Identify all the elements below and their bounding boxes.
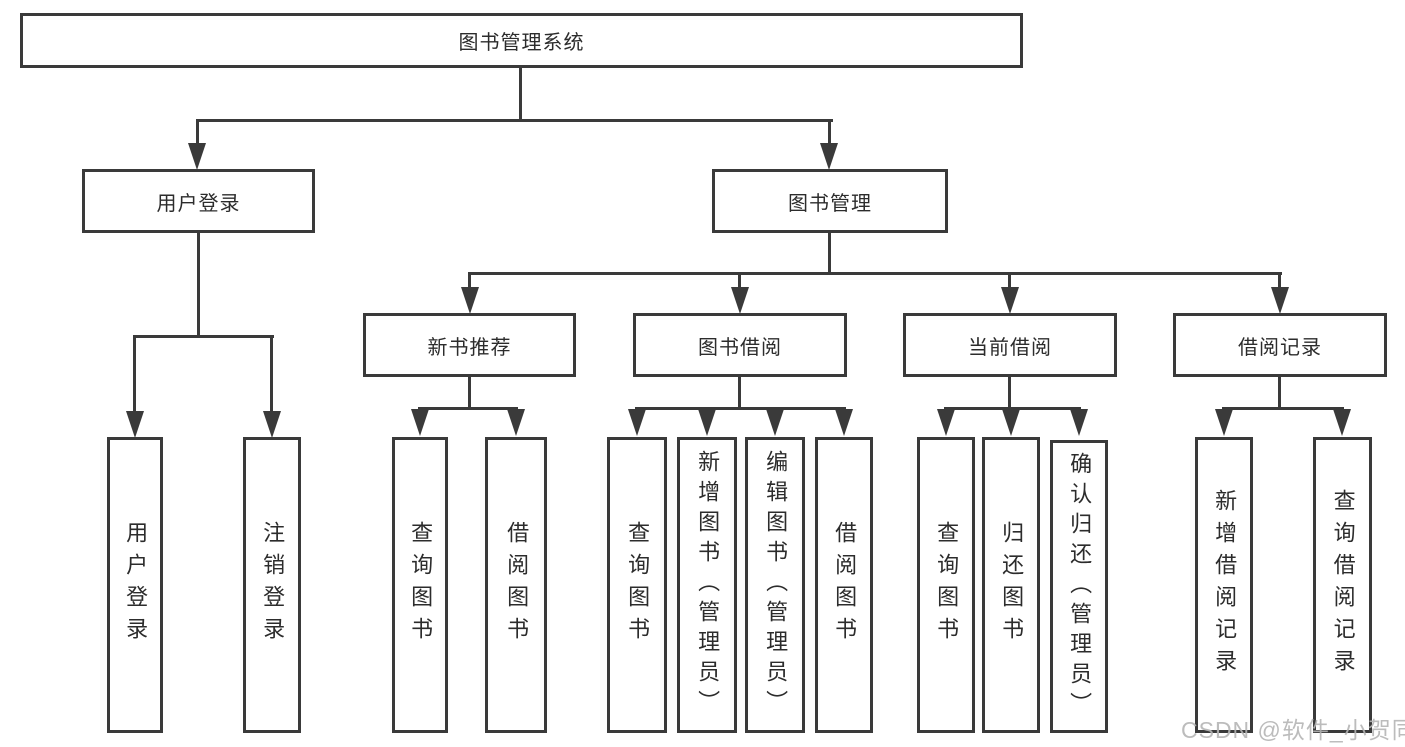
connector-user-login-stem	[197, 233, 200, 335]
node-library-management-system-label: 图书管理系统	[458, 32, 585, 54]
node-new-book-recommend: 新书推荐	[363, 313, 576, 377]
leaf-edit-book-admin-label: 编辑图书（管理员）	[763, 450, 789, 720]
arrowhead-user-login	[188, 143, 206, 170]
leaf-add-borrow-record: 新增借阅记录	[1195, 437, 1253, 733]
arrowhead-return-books	[1002, 409, 1020, 436]
arrowhead-book-management	[820, 143, 838, 170]
arrowhead-add-borrow-record	[1215, 409, 1233, 436]
arrowhead-new-book	[461, 287, 479, 314]
node-user-login-label: 用户登录	[156, 192, 241, 215]
arrowhead-borrow-records	[1271, 287, 1289, 314]
leaf-search-books-3-label: 查询图书	[934, 521, 960, 649]
connector-current-borrow-stem	[1008, 377, 1011, 407]
connector-leg-new-book	[468, 275, 471, 287]
leaf-search-books-3: 查询图书	[917, 437, 975, 733]
connector-user-login-rail	[133, 335, 274, 338]
connector-leg-leaf-user-login	[133, 338, 136, 411]
node-book-management: 图书管理	[712, 169, 948, 233]
leaf-confirm-return-admin: 确认归还（管理员）	[1050, 440, 1108, 733]
leaf-search-books-1: 查询图书	[392, 437, 448, 733]
connector-leg-book-borrow	[738, 275, 741, 287]
leaf-search-books-2-label: 查询图书	[625, 521, 651, 649]
leaf-confirm-return-admin-label: 确认归还（管理员）	[1067, 451, 1093, 722]
leaf-add-book-admin: 新增图书（管理员）	[677, 437, 737, 733]
node-library-management-system: 图书管理系统	[20, 13, 1023, 68]
connector-new-book-stem	[468, 377, 471, 407]
node-borrowing-records: 借阅记录	[1173, 313, 1387, 377]
leaf-borrow-books-1: 借阅图书	[485, 437, 547, 733]
arrowhead-edit-book-admin	[766, 409, 784, 436]
leaf-return-books-label: 归还图书	[999, 521, 1025, 649]
leaf-user-login: 用户登录	[107, 437, 163, 733]
arrowhead-search-books-3	[937, 409, 955, 436]
connector-current-borrow-rail	[944, 407, 1081, 410]
arrowhead-book-borrow	[731, 287, 749, 314]
leaf-borrow-books-2-label: 借阅图书	[832, 521, 858, 649]
connector-leg-book-management	[828, 122, 831, 144]
node-book-borrowing-label: 图书借阅	[698, 336, 782, 359]
arrowhead-borrow-books-2	[835, 409, 853, 436]
connector-borrow-records-rail	[1222, 407, 1344, 410]
connector-book-borrow-rail	[635, 407, 846, 410]
leaf-search-books-1-label: 查询图书	[408, 521, 434, 649]
arrowhead-leaf-logout	[263, 411, 281, 438]
arrowhead-borrow-books-1	[507, 409, 525, 436]
arrowhead-current-borrow	[1001, 287, 1019, 314]
leaf-search-books-2: 查询图书	[607, 437, 667, 733]
connector-new-book-rail	[418, 407, 518, 410]
arrowhead-search-books-2	[628, 409, 646, 436]
connector-leg-borrow-records	[1278, 275, 1281, 287]
connector-book-borrow-stem	[738, 377, 741, 407]
connector-book-management-stem	[828, 233, 831, 272]
node-borrowing-records-label: 借阅记录	[1238, 336, 1322, 359]
node-current-borrowing-label: 当前借阅	[968, 336, 1052, 359]
csdn-watermark: CSDN @软件_小贺同学	[1181, 717, 1405, 743]
connector-borrow-records-stem	[1278, 377, 1281, 407]
leaf-search-borrow-record: 查询借阅记录	[1313, 437, 1372, 733]
node-book-management-label: 图书管理	[788, 192, 872, 215]
node-current-borrowing: 当前借阅	[903, 313, 1117, 377]
node-book-borrowing: 图书借阅	[633, 313, 847, 377]
leaf-add-borrow-record-label: 新增借阅记录	[1212, 489, 1238, 681]
arrowhead-leaf-user-login	[126, 411, 144, 438]
arrowhead-add-book-admin	[698, 409, 716, 436]
connector-level2-rail	[196, 119, 833, 122]
node-user-login: 用户登录	[82, 169, 315, 233]
connector-level3-rail	[468, 272, 1282, 275]
leaf-borrow-books-2: 借阅图书	[815, 437, 873, 733]
leaf-logout-label: 注销登录	[260, 521, 286, 649]
leaf-search-borrow-record-label: 查询借阅记录	[1330, 489, 1356, 681]
leaf-logout: 注销登录	[243, 437, 301, 733]
arrowhead-search-borrow-record	[1333, 409, 1351, 436]
arrowhead-confirm-return-admin	[1070, 409, 1088, 436]
node-new-book-recommend-label: 新书推荐	[427, 336, 512, 359]
connector-root-stem	[519, 68, 522, 119]
connector-leg-user-login	[196, 122, 199, 144]
leaf-return-books: 归还图书	[982, 437, 1040, 733]
leaf-edit-book-admin: 编辑图书（管理员）	[745, 437, 805, 733]
leaf-borrow-books-1-label: 借阅图书	[504, 521, 530, 649]
connector-leg-current-borrow	[1008, 275, 1011, 287]
connector-leg-leaf-logout	[270, 338, 273, 411]
leaf-add-book-admin-label: 新增图书（管理员）	[695, 450, 721, 720]
arrowhead-search-books-1	[411, 409, 429, 436]
leaf-user-login-label: 用户登录	[123, 521, 149, 649]
